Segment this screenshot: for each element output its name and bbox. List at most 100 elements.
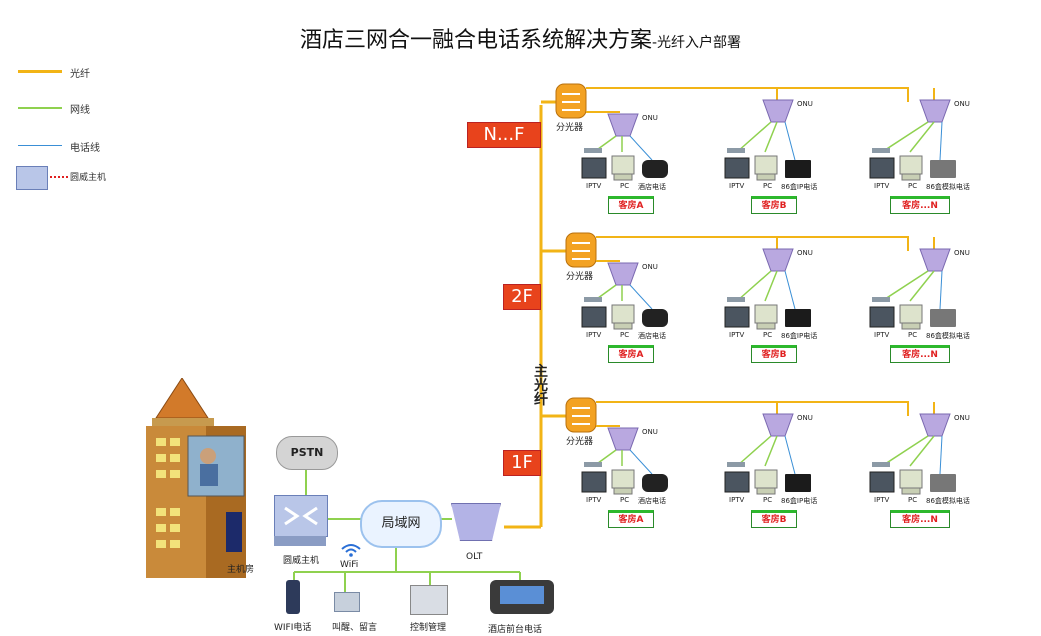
onu-label-2-1: ONU bbox=[797, 414, 813, 422]
pc-base-icon bbox=[901, 322, 921, 330]
pbx-host-label: 圆威主机 bbox=[283, 556, 320, 566]
room-phone-icon bbox=[642, 474, 668, 492]
stb-icon bbox=[727, 148, 745, 153]
onu-phone-link bbox=[629, 135, 653, 161]
room-phone-icon bbox=[785, 474, 811, 492]
pc-base-icon bbox=[613, 173, 633, 181]
onu-iptv-link bbox=[881, 121, 929, 153]
onu-icon bbox=[919, 413, 951, 437]
floor-fiber-bus bbox=[586, 87, 909, 102]
floor-fiber-bus bbox=[596, 236, 909, 251]
onu-pc-link bbox=[909, 270, 935, 302]
room-phone-icon bbox=[785, 160, 811, 178]
legend-host-line bbox=[50, 176, 68, 178]
iptv-icon bbox=[869, 157, 895, 179]
room-phone-icon bbox=[930, 309, 956, 327]
floor-fiber-bus bbox=[596, 401, 909, 416]
room-tag-0-0: 客房A bbox=[608, 196, 654, 214]
onu-pc-link bbox=[764, 270, 778, 302]
pc-icon bbox=[611, 155, 635, 175]
onu-iptv-link bbox=[736, 270, 772, 302]
iptv-icon bbox=[724, 471, 750, 493]
stb-icon bbox=[727, 462, 745, 467]
pbx-host-base bbox=[274, 536, 326, 546]
pc-base-icon bbox=[613, 322, 633, 330]
room-tag-2-1: 客房B bbox=[751, 510, 797, 528]
wifi-phone-label: WIFI电话 bbox=[274, 623, 312, 633]
splitter-label-0: 分光器 bbox=[556, 123, 584, 133]
legend-fiber-label: 光纤 bbox=[70, 69, 90, 80]
server-room-label: 主机房 bbox=[227, 565, 255, 575]
device-phone-1-1: 86盒IP电话 bbox=[781, 332, 818, 340]
room-phone-icon bbox=[930, 474, 956, 492]
device-iptv-0-0: IPTV bbox=[586, 182, 602, 190]
wifi-label: WiFi bbox=[340, 560, 359, 570]
control-label: 控制管理 bbox=[410, 623, 447, 633]
device-phone-2-0: 酒店电话 bbox=[638, 497, 666, 505]
device-pc-0-1: PC bbox=[763, 182, 773, 190]
onu-icon bbox=[762, 413, 794, 437]
stb-icon bbox=[584, 148, 602, 153]
onu-icon bbox=[607, 262, 639, 286]
onu-label-1-0: ONU bbox=[642, 263, 658, 271]
device-phone-0-0: 酒店电话 bbox=[638, 183, 666, 191]
pc-base-icon bbox=[756, 173, 776, 181]
main-fiber-label: 主光纤 bbox=[534, 364, 548, 408]
iptv-icon bbox=[869, 471, 895, 493]
title-main: 酒店三网合一融合电话系统解决方案 bbox=[299, 28, 652, 53]
stb-icon bbox=[727, 297, 745, 302]
device-phone-0-1: 86盒IP电话 bbox=[781, 183, 818, 191]
device-phone-2-1: 86盒IP电话 bbox=[781, 497, 818, 505]
onu-icon bbox=[919, 99, 951, 123]
room-tag-2-0: 客房A bbox=[608, 510, 654, 528]
device-pc-0-2: PC bbox=[908, 182, 918, 190]
legend-network-label: 网线 bbox=[70, 105, 90, 116]
wakeup-icon bbox=[334, 592, 360, 612]
onu-phone-link bbox=[629, 284, 653, 310]
legend-phone-line bbox=[18, 145, 62, 146]
stb-icon bbox=[872, 297, 890, 302]
device-pc-0-0: PC bbox=[620, 182, 630, 190]
room-tag-1-2: 客房...N bbox=[890, 345, 950, 363]
room-tag-1-1: 客房B bbox=[751, 345, 797, 363]
onu-label-0-0: ONU bbox=[642, 114, 658, 122]
iptv-icon bbox=[581, 306, 607, 328]
device-iptv-1-0: IPTV bbox=[586, 331, 602, 339]
iptv-icon bbox=[869, 306, 895, 328]
title-sub: -光纤入户部署 bbox=[651, 35, 742, 51]
legend-host-icon bbox=[16, 166, 48, 190]
onu-phone-link bbox=[784, 270, 796, 310]
device-pc-2-0: PC bbox=[620, 496, 630, 504]
onu-label-0-1: ONU bbox=[797, 100, 813, 108]
onu-pc-link bbox=[764, 435, 778, 467]
control-station-icon bbox=[410, 585, 448, 615]
iptv-icon bbox=[581, 157, 607, 179]
stb-icon bbox=[584, 297, 602, 302]
wifi-icon bbox=[340, 543, 362, 557]
room-phone-icon bbox=[930, 160, 956, 178]
splitter-label-1: 分光器 bbox=[566, 272, 594, 282]
device-phone-2-2: 86盒模拟电话 bbox=[926, 497, 970, 505]
iptv-icon bbox=[724, 306, 750, 328]
onu-pc-link bbox=[764, 121, 778, 153]
onu-phone-link bbox=[784, 121, 796, 161]
stb-icon bbox=[872, 462, 890, 467]
olt-label: OLT bbox=[466, 552, 483, 562]
onu-label-2-2: ONU bbox=[954, 414, 970, 422]
device-phone-1-0: 酒店电话 bbox=[638, 332, 666, 340]
onu-icon bbox=[762, 99, 794, 123]
pc-icon bbox=[754, 155, 778, 175]
front-desk-label: 酒店前台电话 bbox=[488, 625, 543, 635]
hotel-building-icon bbox=[142, 378, 264, 578]
device-pc-2-2: PC bbox=[908, 496, 918, 504]
page-title: 酒店三网合一融合电话系统解决方案-光纤入户部署 bbox=[0, 22, 1041, 54]
legend-host-label: 圆威主机 bbox=[70, 173, 107, 183]
room-phone-icon bbox=[785, 309, 811, 327]
pc-icon bbox=[754, 304, 778, 324]
onu-icon bbox=[607, 427, 639, 451]
device-iptv-2-1: IPTV bbox=[729, 496, 745, 504]
device-phone-1-2: 86盒模拟电话 bbox=[926, 332, 970, 340]
onu-label-1-2: ONU bbox=[954, 249, 970, 257]
onu-label-0-2: ONU bbox=[954, 100, 970, 108]
onu-icon bbox=[762, 248, 794, 272]
